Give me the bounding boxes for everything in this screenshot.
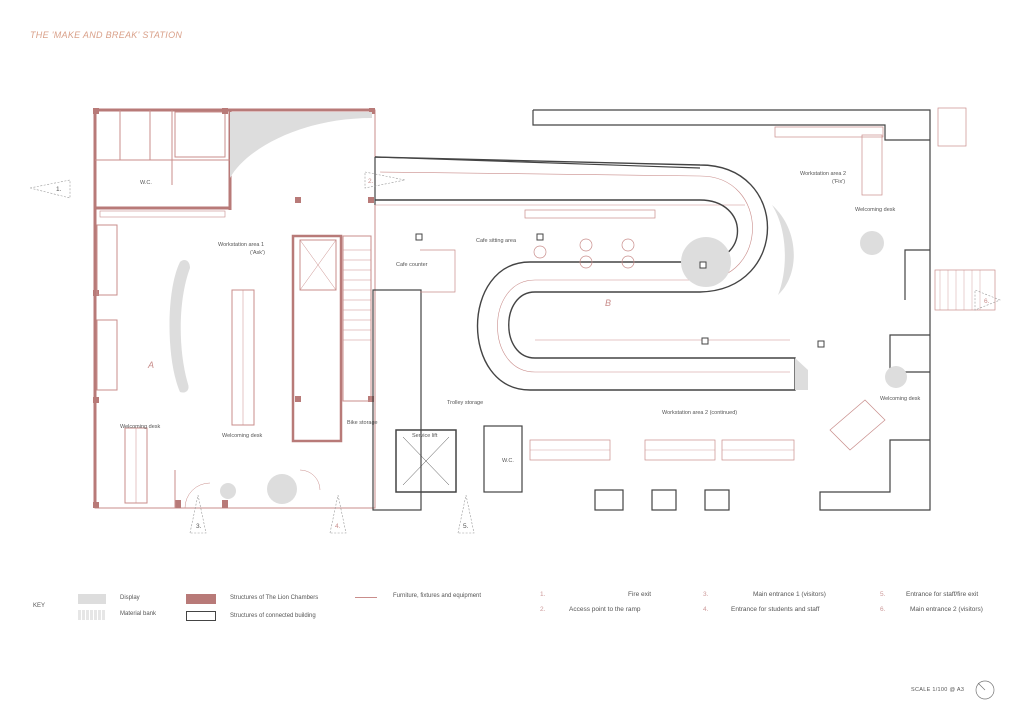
lion-chambers-swatch [186,594,216,604]
display-swatch [78,594,106,604]
entry-label-3: 3. [196,523,202,530]
key-ffe: Furniture, fixtures and equipment [393,593,482,599]
ramp [374,156,796,391]
label-workstation-2-cont: Workstation area 2 (continued) [662,410,737,416]
ffe-swatch [355,597,377,598]
right-furniture [529,107,996,461]
material-bank-swatch [78,610,106,620]
label-welcoming-desk-top: Welcoming desk [855,207,895,213]
label-cafe-sitting: Cafe sitting area [476,238,517,244]
small-columns [415,233,825,348]
entry-label-6: 6. [984,298,990,305]
entry-label-1: 1. [56,186,62,193]
legend-num-5: 5. [880,591,886,598]
key-display: Display [120,595,140,601]
legend-text-4: Entrance for students and staff [731,606,820,613]
key-connected-building: Structures of connected building [230,613,316,619]
label-workstation-1-sub: ('Ask') [250,250,265,256]
legend-num-1: 1. [540,591,546,598]
label-welcoming-desk-right: Welcoming desk [880,396,920,402]
legend-text-3: Main entrance 1 (visitors) [753,591,826,598]
entry-label-2: 2. [368,178,374,185]
label-welcoming-desk-mid: Welcoming desk [222,433,262,439]
label-welcoming-desk-left: Welcoming desk [120,424,160,430]
display-shapes-center [681,205,907,390]
legend-text-1: Fire exit [628,591,652,598]
legend-text-5: Entrance for staff/fire exit [906,591,979,598]
key-material-bank: Material bank [120,611,157,617]
page-title: THE 'MAKE AND BREAK' STATION [30,30,183,40]
legend-num-3: 3. [703,591,709,598]
legend-num-4: 4. [703,606,709,613]
legend-num-2: 2. [540,606,546,613]
label-workstation-2-sub: ('Fix') [832,179,845,185]
north-arrow-icon [975,680,995,700]
legend-num-6: 6. [880,606,886,613]
entrance-markers [29,171,1001,534]
label-wc-left: W.C. [140,180,152,186]
marker-a: A [147,360,154,370]
label-bike-storage: Bike storage [347,420,378,426]
connected-building-swatch [186,611,216,621]
scale-label: SCALE 1/100 @ A3 [911,687,965,693]
label-cafe-counter: Cafe counter [396,262,428,268]
entry-label-5: 5. [463,523,469,530]
key-title: KEY [33,603,46,609]
label-workstation-1: Workstation area 1 [218,242,264,248]
marker-b: B [605,298,611,308]
label-trolley-storage: Trolley storage [447,400,483,406]
key-lion-chambers: Structures of The Lion Chambers [230,595,319,601]
display-shapes-left [169,112,372,504]
label-wc-right: W.C. [502,458,514,464]
entry-label-4: 4. [335,523,341,530]
legend-text-2: Access point to the ramp [569,606,641,613]
cafe-furniture [420,209,656,293]
label-workstation-2: Workstation area 2 [800,171,846,177]
label-service-lift: Service lift [412,433,438,439]
legend-text-6: Main entrance 2 (visitors) [910,606,983,613]
